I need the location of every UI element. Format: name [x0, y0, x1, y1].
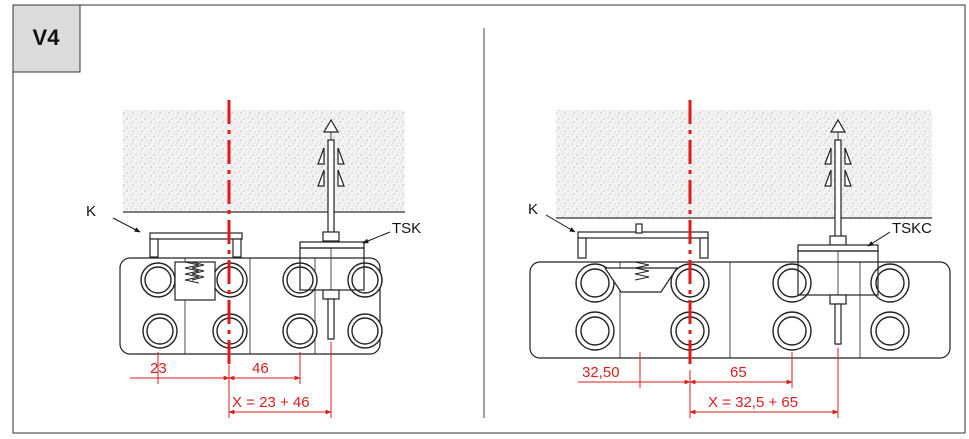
left-label-bracket: TSK — [392, 220, 421, 237]
right-dim-a: 32,50 — [582, 364, 620, 381]
right-panel: K TSKC 32,50 65 X = 32,5 + 65 — [528, 100, 951, 418]
left-label-k: K — [86, 203, 96, 220]
right-dim-b: 65 — [730, 364, 747, 381]
left-tsk-bracket — [299, 118, 365, 340]
right-pipe-bundle — [529, 261, 951, 359]
right-dim-total: X = 32,5 + 65 — [708, 394, 798, 411]
outer-border — [12, 4, 966, 434]
left-k-clip — [149, 232, 243, 301]
variant-badge-text: V4 — [33, 25, 61, 50]
left-dimensions — [130, 342, 332, 418]
left-concrete-ceiling — [123, 110, 405, 212]
right-k-clip — [577, 223, 709, 293]
variant-badge: V4 — [12, 4, 81, 73]
right-dimensions — [578, 348, 839, 418]
left-pipes — [140, 262, 383, 349]
right-label-k: K — [528, 201, 538, 218]
right-tskc-bracket — [797, 118, 879, 345]
right-label-bracket: TSKC — [892, 220, 932, 237]
left-dim-total: X = 23 + 46 — [232, 394, 310, 411]
right-concrete-ceiling — [556, 110, 932, 218]
left-dim-a: 23 — [150, 360, 167, 377]
left-panel: K TSK 23 46 X = 23 + 46 — [86, 100, 421, 418]
left-dim-b: 46 — [252, 360, 269, 377]
